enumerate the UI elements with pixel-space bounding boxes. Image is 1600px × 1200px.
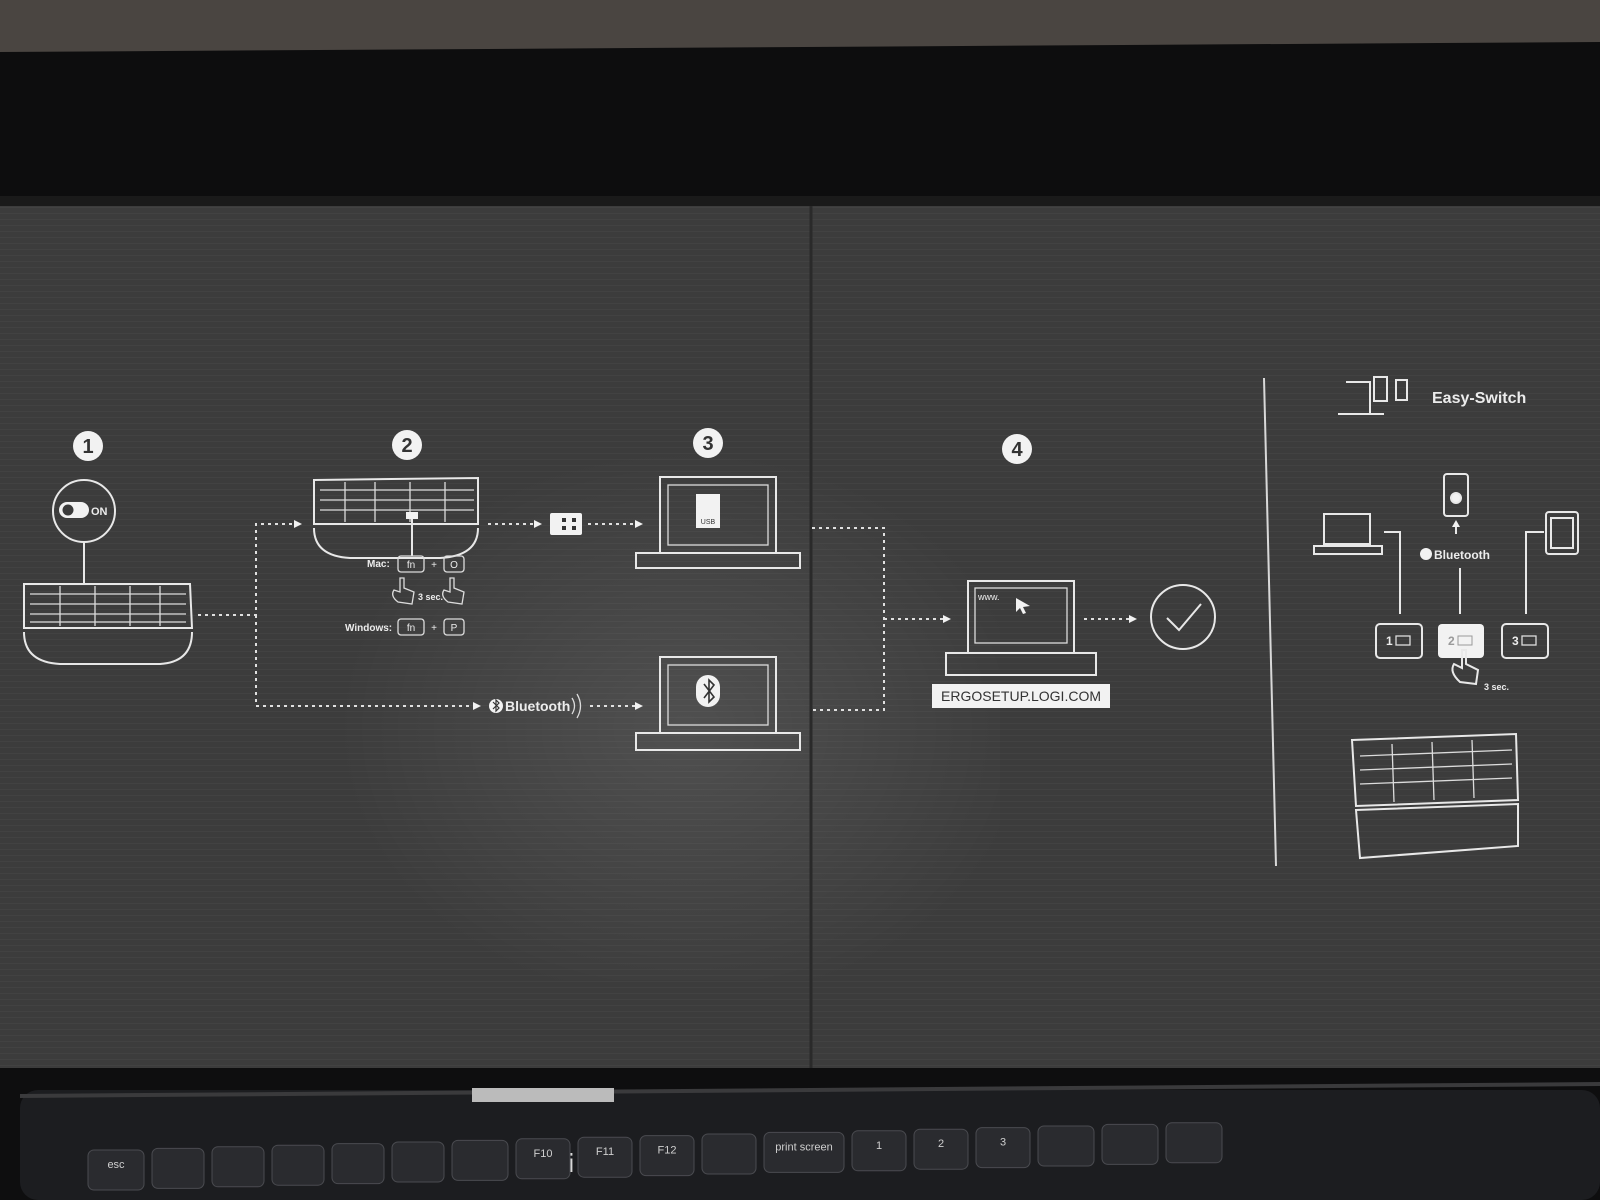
- step3-badge: [693, 428, 723, 458]
- multi-device-icon: [1338, 376, 1408, 415]
- svg-text:fn: fn: [407, 560, 415, 571]
- laptop-small-icon: [1313, 513, 1383, 555]
- keyboard-key: [975, 1127, 1031, 1169]
- bluetooth-label-easyswitch: Bluetooth: [1434, 548, 1490, 562]
- laptop-bluetooth-icon: [635, 656, 801, 751]
- win-key-fn: [397, 618, 425, 636]
- phone-icon: [1443, 473, 1469, 517]
- laptop-web-icon: [945, 580, 1097, 676]
- step1-badge: [73, 431, 103, 461]
- keyboard-key: [851, 1130, 907, 1172]
- keyboard-key-label: esc: [107, 1159, 125, 1171]
- keyboard-key: [701, 1133, 757, 1175]
- keyboard-key: [451, 1139, 509, 1181]
- channel-button-3: 3: [1501, 623, 1549, 659]
- keyboard-key: [639, 1135, 695, 1177]
- step3-group: 3 USB: [635, 428, 801, 751]
- keyboard-key-label: 1: [876, 1140, 882, 1152]
- keyboard-key: [515, 1138, 571, 1180]
- www-text: www.: [977, 592, 1000, 602]
- step4-group: 4 www. ERGOSETUP.LOGI.COM: [932, 434, 1216, 708]
- mac-key-o: [443, 555, 465, 573]
- channel-button-2: 2: [1438, 624, 1484, 658]
- hand-press-icon-easyswitch: [1451, 649, 1480, 686]
- keyboard-key: [211, 1146, 265, 1188]
- mac-key-fn: [397, 555, 425, 573]
- easy-switch-section: Easy-Switch Bluetooth 1 2: [1313, 376, 1579, 860]
- keyboard-key: [87, 1149, 145, 1191]
- laptop-usb-icon: [635, 476, 801, 569]
- windows-label: Windows:: [345, 623, 392, 634]
- connector-1-2: [198, 523, 300, 616]
- usb-text: USB: [701, 519, 716, 526]
- keyboard-key-label: F11: [596, 1146, 614, 1158]
- easy-switch-title: Easy-Switch: [1432, 390, 1526, 407]
- keyboard-key-label: 2: [938, 1138, 944, 1150]
- step4-number: 4: [1011, 439, 1023, 461]
- usb-receiver-icon: [550, 513, 582, 535]
- divider-line: [1263, 377, 1277, 867]
- channel-button-1: 1: [1375, 623, 1423, 659]
- svg-text:P: P: [451, 623, 458, 634]
- keyboard-key-label: F12: [658, 1145, 677, 1157]
- panel-glare: [300, 420, 1000, 980]
- hold-time-easyswitch: 3 sec.: [1484, 682, 1509, 692]
- keyboard-key: [913, 1128, 969, 1170]
- svg-text:+: +: [431, 560, 437, 571]
- keyboard-key-label: 3: [1000, 1137, 1006, 1149]
- svg-text:fn: fn: [407, 623, 415, 634]
- step3-number: 3: [702, 433, 713, 455]
- tablet-small-icon: [1545, 511, 1579, 555]
- step4-badge: [1002, 434, 1032, 464]
- svg-text:3: 3: [1512, 634, 1519, 648]
- box-lid: [0, 42, 1600, 205]
- checkmark-circle-icon: [1150, 584, 1216, 650]
- signal-waves-icon: [571, 693, 582, 719]
- win-key-p: [443, 618, 465, 636]
- keyboard-keys: esc F10 F11 F12 print screen 1 2 3: [87, 1122, 1223, 1191]
- svg-text:2: 2: [1448, 634, 1455, 648]
- svg-text:O: O: [450, 560, 458, 571]
- keyboard-key: [391, 1141, 445, 1183]
- keyboard-key: [1037, 1125, 1095, 1167]
- step2-group: 2 Mac: fn + O 3 sec. Windows: fn +: [313, 430, 479, 636]
- setup-url: ERGOSETUP.LOGI.COM: [941, 688, 1101, 704]
- setup-url-box: [932, 684, 1110, 708]
- keyboard-key-label: F10: [534, 1148, 553, 1160]
- keyboard-icon-step1: [23, 583, 194, 665]
- keyboard-key: [151, 1147, 205, 1189]
- keyboard-key: [331, 1143, 385, 1185]
- hand-press-icon: [392, 577, 465, 605]
- keyboard-key: [271, 1144, 325, 1186]
- svg-text:+: +: [431, 623, 437, 634]
- box-rim: [0, 196, 1600, 208]
- hinge-tab: [472, 1088, 614, 1102]
- keyboard-key: [577, 1136, 633, 1178]
- keyboard-icon-easyswitch: [1350, 732, 1520, 860]
- switch-label: ON: [91, 506, 108, 518]
- bluetooth-logo-easyswitch: [1420, 548, 1432, 560]
- keyboard-key: [1165, 1122, 1223, 1164]
- step2-number: 2: [401, 435, 412, 457]
- bluetooth-logo-icon: [489, 698, 503, 713]
- keyboard-icon-step2: [313, 476, 479, 559]
- keyboard-key-label: print screen: [775, 1141, 832, 1153]
- step1-group: 1 ON: [23, 431, 194, 665]
- step1-number: 1: [82, 436, 93, 458]
- svg-text:1: 1: [1386, 634, 1393, 648]
- mac-label: Mac:: [367, 559, 390, 570]
- step2-badge: [392, 430, 422, 460]
- bluetooth-label-main: Bluetooth: [505, 698, 570, 714]
- keyboard-key: [763, 1131, 845, 1173]
- cursor-icon: [1016, 598, 1030, 614]
- table-surface: [0, 0, 1600, 50]
- hold-time-step2: 3 sec.: [418, 592, 443, 602]
- keyboard-key: [1101, 1123, 1159, 1165]
- connector-1-bluetooth: [255, 615, 478, 707]
